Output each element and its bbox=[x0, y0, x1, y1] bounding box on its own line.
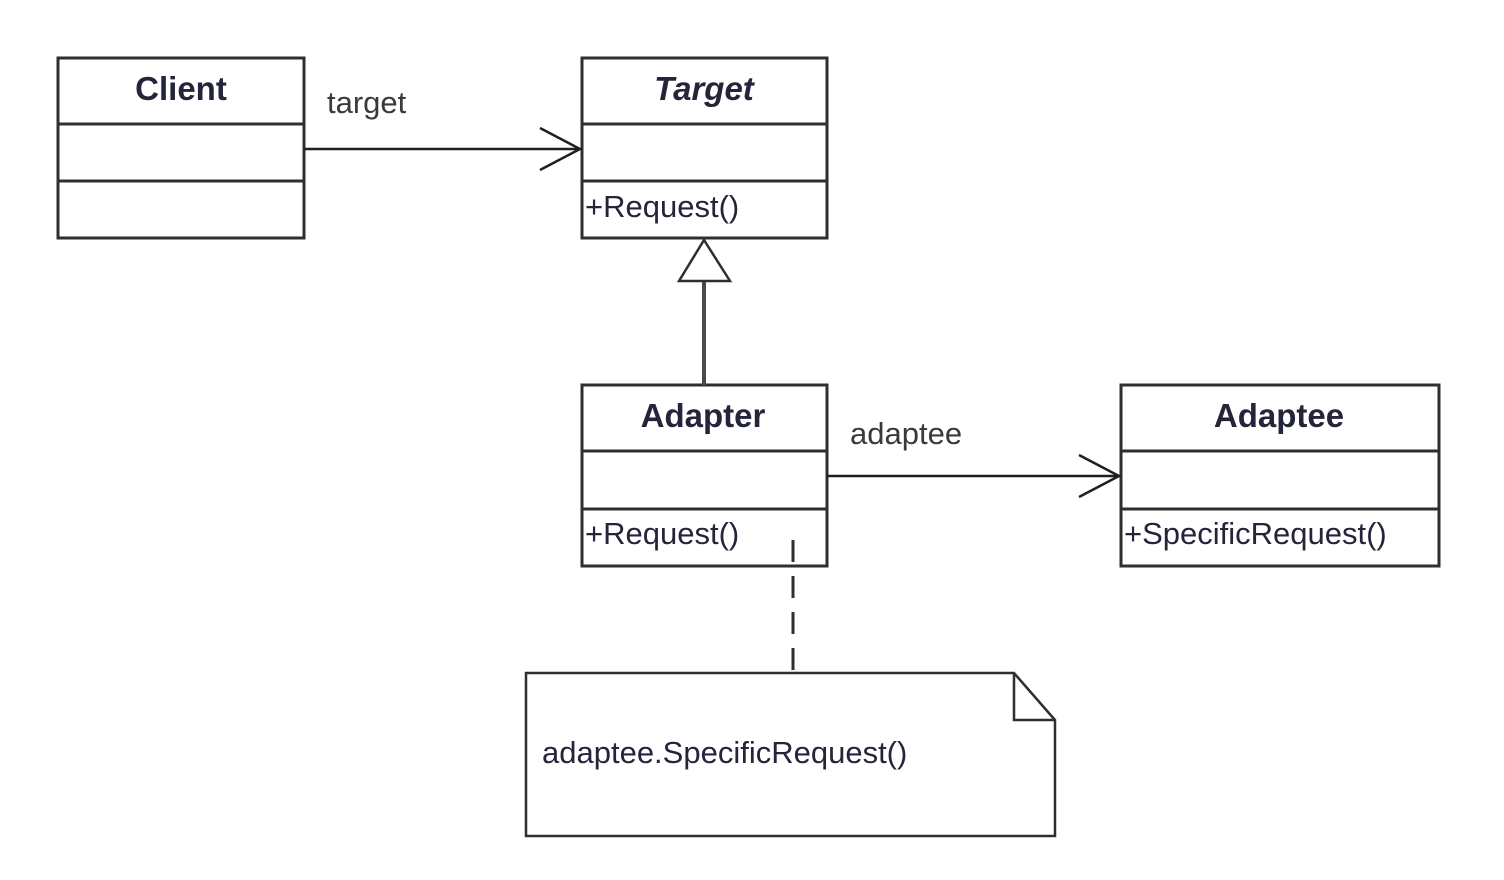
class-adapter-box bbox=[580, 383, 829, 568]
role-label-adaptee: adaptee bbox=[850, 416, 962, 451]
association-client-target[interactable]: target bbox=[304, 85, 583, 172]
open-arrowhead-icon bbox=[539, 126, 583, 172]
class-client-box bbox=[56, 56, 306, 240]
association-adapter-adaptee[interactable]: adaptee bbox=[827, 416, 1122, 499]
class-target-name: Target bbox=[654, 70, 756, 107]
note-adapter-request[interactable]: adaptee.SpecificRequest() bbox=[524, 671, 1057, 838]
class-target-box bbox=[580, 56, 829, 240]
note-folded-corner-icon bbox=[1012, 673, 1055, 722]
class-adapter-name: Adapter bbox=[641, 397, 766, 434]
role-label-target: target bbox=[327, 85, 407, 120]
class-adapter-operation: +Request() bbox=[585, 516, 739, 551]
class-adaptee-name: Adaptee bbox=[1214, 397, 1344, 434]
note-box bbox=[524, 671, 1057, 838]
generalization-adapter-target[interactable] bbox=[676, 237, 733, 385]
class-adaptee[interactable]: Adaptee +SpecificRequest() bbox=[1119, 383, 1441, 568]
note-text: adaptee.SpecificRequest() bbox=[542, 735, 907, 770]
class-adaptee-box bbox=[1119, 383, 1441, 568]
hollow-triangle-icon bbox=[676, 237, 733, 283]
open-arrowhead-icon bbox=[1078, 453, 1122, 499]
class-client-name: Client bbox=[135, 70, 227, 107]
class-target[interactable]: Target +Request() bbox=[580, 56, 829, 240]
class-adapter[interactable]: Adapter +Request() bbox=[580, 383, 829, 568]
class-target-operation: +Request() bbox=[585, 189, 739, 224]
class-adaptee-operation: +SpecificRequest() bbox=[1124, 516, 1387, 551]
class-client[interactable]: Client bbox=[56, 56, 306, 240]
